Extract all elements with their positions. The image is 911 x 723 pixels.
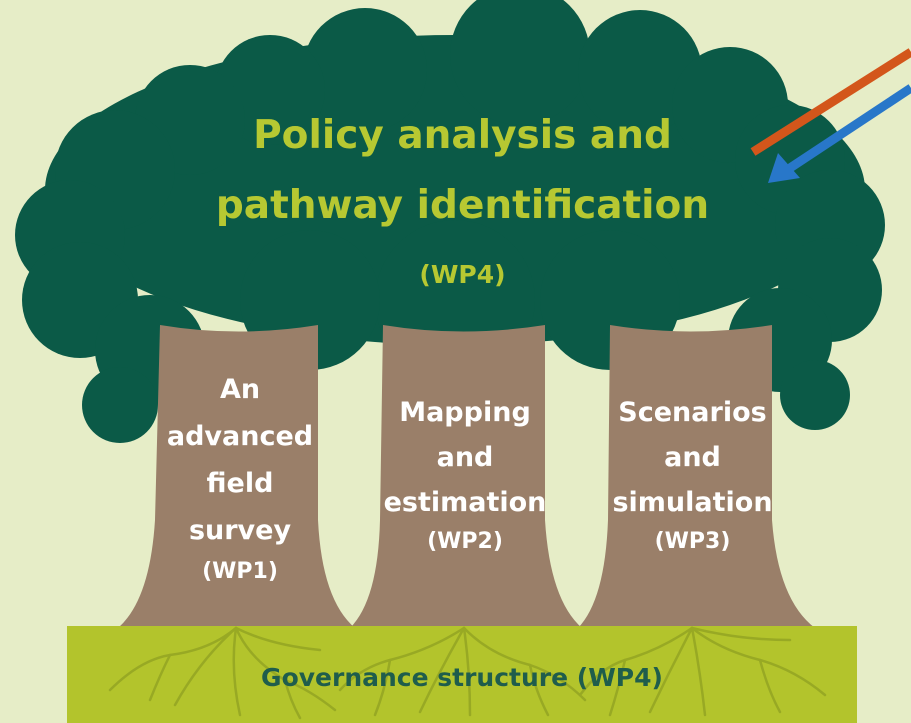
trunk-wp2 — [350, 325, 582, 628]
trunk-wp2-line: and — [436, 442, 494, 473]
trunk-wp3-line: and — [664, 442, 721, 473]
ground-label: Governance structure (WP4) — [261, 663, 663, 692]
trunk-wp2-tag: (WP2) — [427, 529, 503, 554]
arrows — [750, 48, 911, 183]
trunk-wp1-line: field — [206, 468, 274, 499]
trunk-wp1-line: advanced — [166, 421, 314, 452]
trunk-wp1-tag: (WP1) — [202, 559, 278, 584]
trunks — [118, 325, 815, 628]
trunk-wp3-line: Scenarios — [618, 397, 767, 428]
trunk-wp1 — [118, 325, 355, 628]
canopy-title-line1: Policy analysis and — [253, 113, 672, 158]
blue-arrow-line — [787, 84, 911, 172]
trunk-wp2-line: estimation — [383, 487, 547, 518]
orange-arrow-line — [750, 48, 911, 156]
trunk-wp1-line: An — [219, 374, 261, 405]
blue-arrow-head — [768, 153, 800, 183]
trunk-wp3 — [578, 325, 815, 628]
trunk-wp1-label: An advanced field survey (WP1) — [150, 372, 330, 589]
trunk-wp3-line: simulation — [612, 487, 773, 518]
trunk-wp2-line: Mapping — [399, 397, 531, 428]
trunk-wp1-line: survey — [188, 515, 292, 546]
canopy-title-line2: pathway identification — [215, 183, 710, 228]
roots — [108, 626, 827, 720]
trunk-wp2-label: Mapping and estimation (WP2) — [375, 395, 555, 559]
canopy-title-tag: (WP4) — [419, 260, 506, 289]
ground-bar — [67, 626, 857, 723]
trunk-wp3-tag: (WP3) — [654, 529, 731, 554]
trunk-wp3-label: Scenarios and simulation (WP3) — [600, 395, 785, 559]
